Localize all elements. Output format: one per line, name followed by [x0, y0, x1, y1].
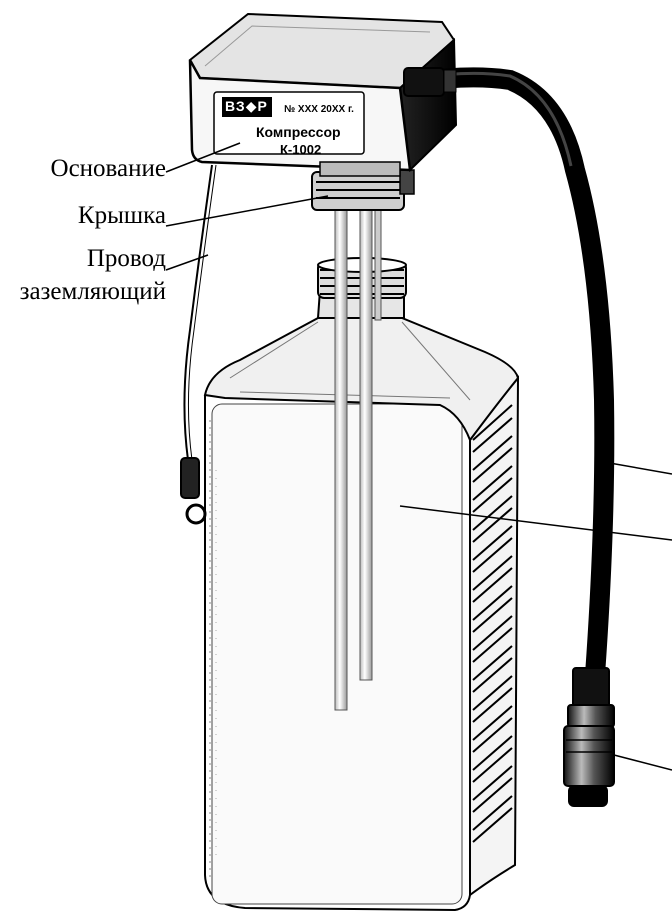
leader-wire	[165, 254, 209, 271]
base-unit	[188, 12, 458, 177]
nameplate-logo: ВЗ◆Р	[225, 98, 268, 114]
nameplate-model-name: Компрессор	[256, 124, 341, 140]
ground-wire	[180, 164, 217, 525]
leader-connector	[613, 754, 672, 771]
nameplate-model-number: К-1002	[280, 142, 322, 157]
callout-base: Основание	[50, 155, 166, 182]
callout-wire-line1: Провод	[86, 245, 166, 272]
leader-cap	[165, 195, 329, 227]
leader-lines	[165, 142, 672, 771]
nameplate-serial: № XXX 20XX г.	[284, 104, 354, 115]
dip-tubes	[334, 209, 382, 711]
hose-connector	[563, 667, 615, 807]
leader-base	[165, 142, 241, 173]
leader-hose	[603, 461, 672, 475]
callout-cap: Крышка	[77, 202, 166, 229]
air-hose	[403, 67, 615, 685]
leader-bottle	[399, 505, 672, 541]
callout-wire-line2: заземляющий	[19, 278, 166, 305]
